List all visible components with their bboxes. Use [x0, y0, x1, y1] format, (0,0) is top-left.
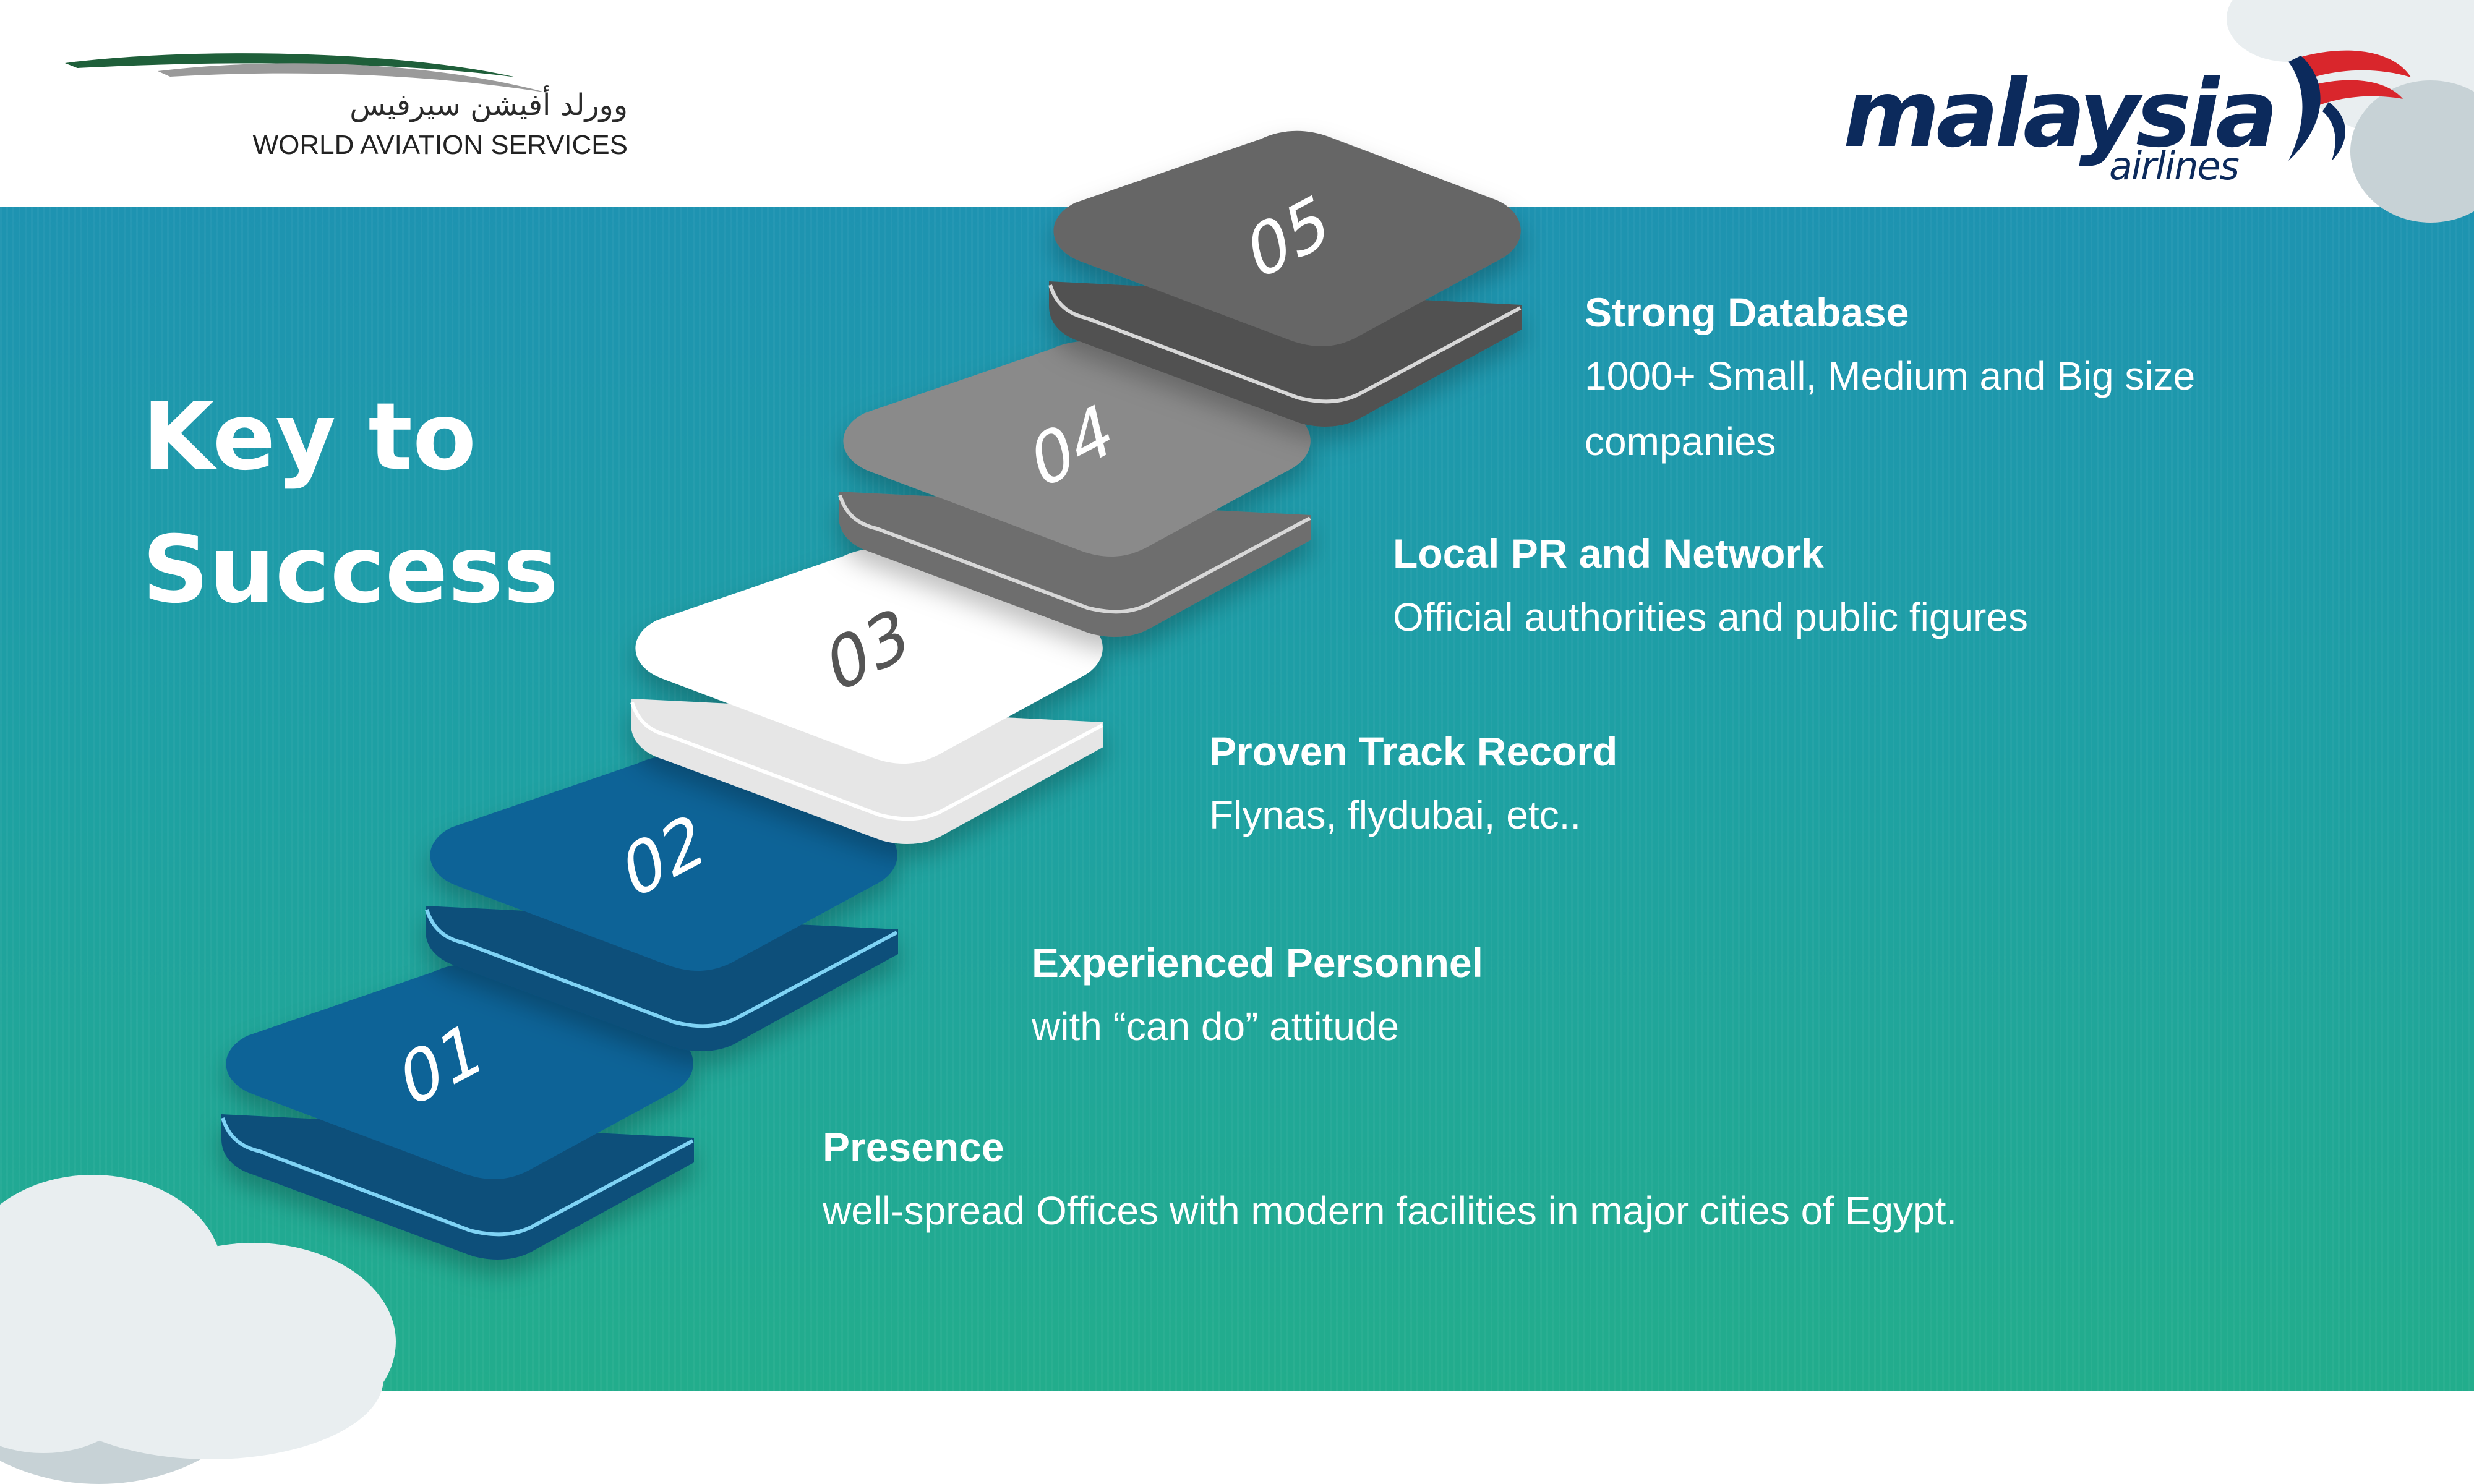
step-tile-05: 05 [1048, 130, 1522, 427]
steps-graphic: 01 02 03 04 05 [221, 130, 1522, 1260]
slide-title: Key to Success [142, 371, 575, 637]
tile-side [631, 699, 1103, 844]
airlines-wordmark: airlines [2109, 143, 2240, 189]
malaysia-airlines-logo: malaysia airlines [1843, 43, 2412, 198]
was-english-text: WORLD AVIATION SERVICES [252, 130, 628, 160]
title-line-2: Success [142, 516, 559, 624]
step-tile-02: 02 [425, 755, 898, 1051]
tile-top [226, 963, 693, 1180]
was-arabic-text: وورلد أفيشن سيرفيس [349, 88, 628, 122]
step-tile-03: 03 [630, 548, 1103, 844]
step-desc-02: Experienced Personnel with “can do” atti… [1032, 932, 1483, 1059]
tile-edge [1048, 284, 1522, 404]
step-title: Experienced Personnel [1032, 940, 1483, 986]
step-title: Strong Database [1585, 289, 1909, 335]
tile-side [839, 492, 1311, 637]
tile-side [1049, 281, 1522, 427]
step-desc-01: Presence well-spread Offices with modern… [823, 1116, 1957, 1243]
tile-top [635, 548, 1103, 764]
step-desc-03: Proven Track Record Flynas, flydubai, et… [1209, 720, 1617, 848]
step-text-continued: companies [1585, 419, 1776, 464]
world-aviation-services-logo: وورلد أفيشن سيرفيس WORLD AVIATION SERVIC… [65, 49, 628, 167]
step-tile-01: 01 [221, 963, 694, 1260]
tile-edge [425, 909, 898, 1028]
tile-side [426, 906, 898, 1051]
step-text: with “can do” attitude [1032, 1004, 1400, 1049]
step-text: Flynas, flydubai, etc.. [1209, 793, 1582, 837]
step-desc-04: Local PR and Network Official authoritie… [1393, 522, 2028, 650]
step-title: Local PR and Network [1393, 531, 1824, 576]
swoosh-icon [65, 53, 547, 93]
tile-edge [221, 1117, 694, 1237]
step-text: Official authorities and public figures [1393, 595, 2028, 639]
malaysia-wordmark: malaysia [1843, 61, 2278, 168]
step-text: 1000+ Small, Medium and Big size [1585, 354, 2196, 398]
tile-top [843, 341, 1311, 557]
step-tile-04: 04 [838, 341, 1311, 637]
step-title: Presence [823, 1124, 1004, 1170]
wau-kite-icon [2288, 50, 2411, 161]
step-title: Proven Track Record [1209, 728, 1618, 774]
step-text: well-spread Offices with modern faciliti… [823, 1188, 1958, 1233]
tile-edge [838, 495, 1311, 614]
tile-top [430, 755, 897, 971]
tile-side [221, 1114, 694, 1260]
title-line-1: Key to [142, 383, 477, 491]
tile-edge [630, 702, 1103, 821]
tile-top [1053, 130, 1521, 347]
step-desc-05: Strong Database 1000+ Small, Medium and … [1585, 281, 2195, 474]
